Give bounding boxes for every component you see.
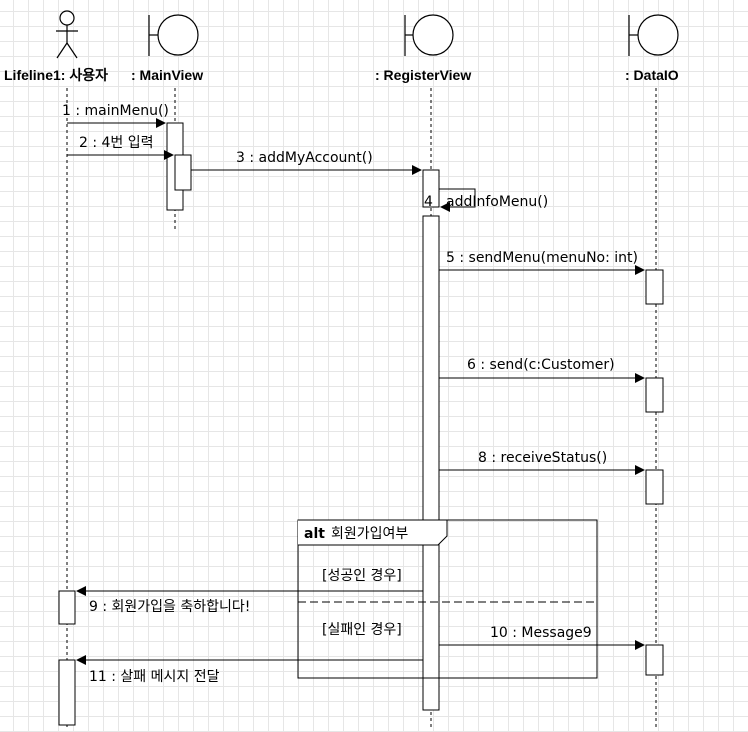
message-6-label: 6 : send(c:Customer) xyxy=(467,357,615,373)
message-3-label: 3 : addMyAccount() xyxy=(236,150,373,166)
participant-mainview-label: : MainView xyxy=(131,67,203,83)
message-9-label: 9 : 회원가입을 축하합니다! xyxy=(89,599,250,615)
activation-dataio-3 xyxy=(645,469,664,505)
alt-fragment-name: 회원가입여부 xyxy=(331,526,408,542)
message-4-label: addInfoMenu() xyxy=(446,194,548,210)
message-2-label: 2 : 4번 입력 xyxy=(79,135,154,151)
guard-failure: [실패인 경우] xyxy=(322,622,402,638)
boundary-icon xyxy=(404,14,454,56)
activation-mainview-nested xyxy=(174,154,192,191)
actor-icon xyxy=(56,10,78,59)
activation-dataio-1 xyxy=(645,269,664,305)
activation-dataio-4 xyxy=(645,644,664,676)
participant-registerview-label: : RegisterView xyxy=(375,67,471,83)
message-4-number: 4 xyxy=(424,194,433,210)
activation-dataio-2 xyxy=(645,377,664,413)
boundary-icon xyxy=(628,14,679,56)
alt-fragment xyxy=(297,519,598,679)
participant-dataio-label: : DataIO xyxy=(625,67,679,83)
participant-user-label: Lifeline1: 사용자 xyxy=(4,67,108,83)
message-8-label: 8 : receiveStatus() xyxy=(478,450,607,466)
message-1-label: 1 : mainMenu() xyxy=(62,103,169,119)
guard-success: [성공인 경우] xyxy=(322,568,402,584)
activation-user-2 xyxy=(58,659,76,726)
message-5-label: 5 : sendMenu(menuNo: int) xyxy=(446,250,638,266)
alt-operator: alt xyxy=(304,526,325,542)
message-4-arrow xyxy=(439,188,476,212)
message-10-label: 10 : Message9 xyxy=(490,625,592,641)
boundary-icon xyxy=(148,14,199,56)
activation-registerview-main xyxy=(422,215,440,711)
message-11-label: 11 : 살패 메시지 전달 xyxy=(89,669,220,685)
activation-user-1 xyxy=(58,590,76,625)
